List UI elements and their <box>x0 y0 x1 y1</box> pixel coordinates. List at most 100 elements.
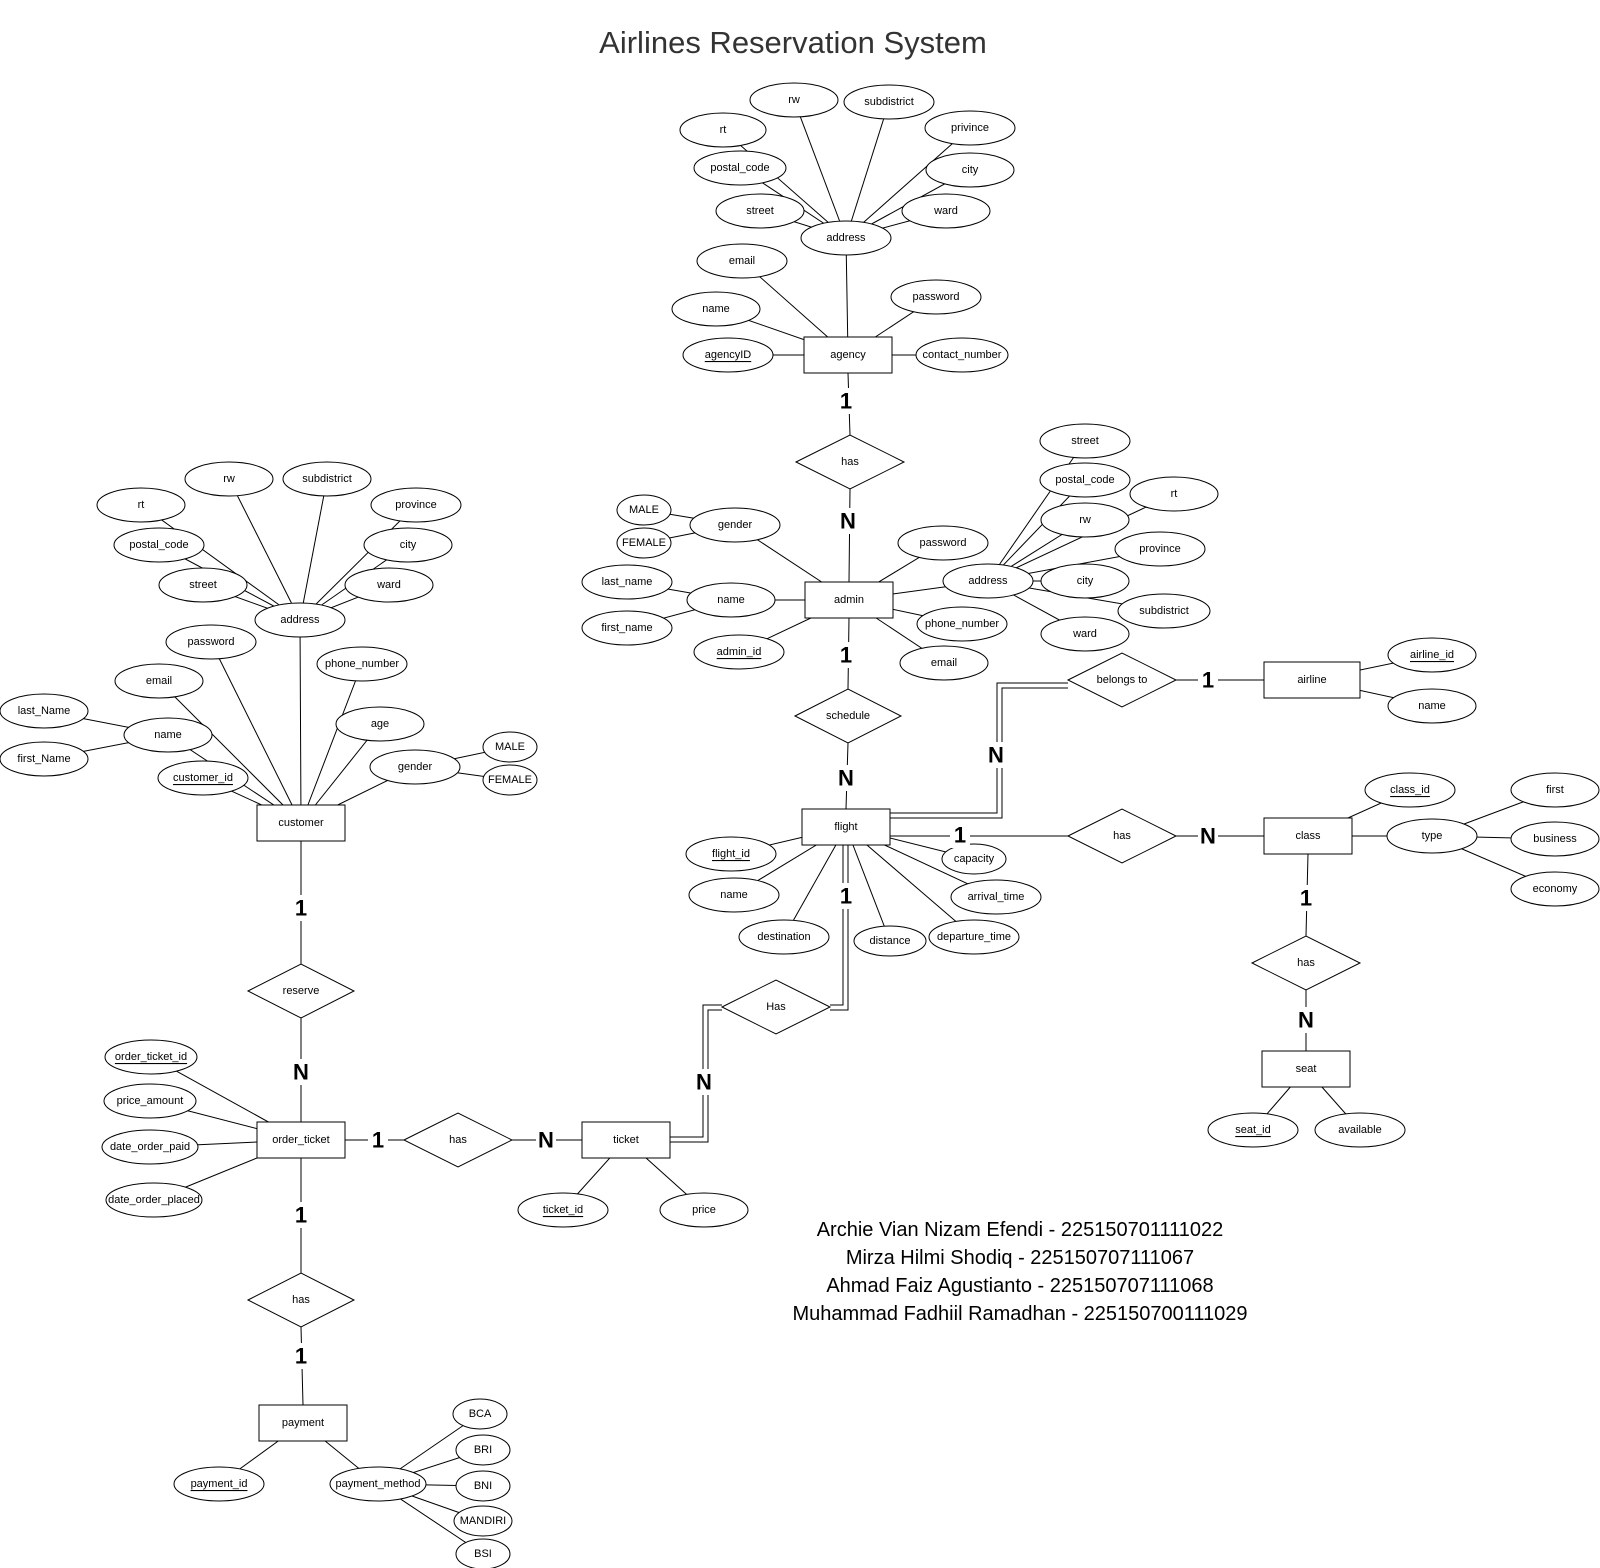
attribute-cust-last-name: last_Name <box>0 693 89 729</box>
attribute-ellipse <box>482 764 538 796</box>
entity-airline: airline <box>1263 661 1361 699</box>
relationship-diamond <box>1066 808 1178 864</box>
relationship-diamond <box>793 688 903 744</box>
attribute-cust-first-name: first_Name <box>0 741 89 777</box>
attribute-agency-subdistrict: subdistrict <box>843 84 935 120</box>
cardinality-background <box>694 1069 714 1095</box>
attribute-admin-female: FEMALE <box>616 527 672 559</box>
connector-line <box>228 478 301 621</box>
attribute-label: order_ticket_id <box>115 1051 187 1063</box>
attribute-label: province <box>1139 543 1181 555</box>
attribute-cust-city: city <box>363 527 453 563</box>
relationship-class-seat: has <box>1250 935 1362 991</box>
attribute-label: rt <box>1171 488 1178 500</box>
attribute-ellipse <box>738 919 830 955</box>
connector-line <box>987 493 1175 582</box>
attribute-ellipse <box>1387 637 1477 673</box>
cardinality-admin-n: N <box>840 509 856 534</box>
relationship-diamond <box>720 979 832 1035</box>
connector-line <box>300 663 363 824</box>
total-participation-line <box>890 682 1068 814</box>
entity-label: payment <box>282 1417 324 1429</box>
attribute-ellipse <box>1314 1112 1406 1148</box>
attribute-ellipse <box>682 337 774 373</box>
attribute-admin-subdistrict: subdistrict <box>1117 593 1211 629</box>
attribute-label: subdistrict <box>864 96 914 108</box>
entity-box <box>1261 1050 1351 1088</box>
attribute-ellipse <box>581 564 673 600</box>
attribute-agency-city: city <box>925 152 1015 188</box>
cardinality-flight-n: N <box>838 766 854 791</box>
attribute-airline-name: name <box>1387 688 1477 724</box>
diagram-title: Airlines Reservation System <box>599 25 987 60</box>
attribute-payment-method: payment_method <box>329 1466 427 1502</box>
cardinality-background <box>291 1202 311 1228</box>
attribute-ellipse <box>688 877 780 913</box>
cardinality-background <box>950 822 970 848</box>
attribute-admin-city: city <box>1040 563 1130 599</box>
attribute-label: first <box>1546 784 1564 796</box>
attribute-ellipse <box>344 567 434 603</box>
attribute-ellipse <box>254 602 346 638</box>
attribute-ellipse <box>1039 423 1131 459</box>
attribute-admin-email: email <box>899 645 989 681</box>
attribute-label: class_id <box>1390 784 1430 796</box>
attribute-label: ward <box>1072 628 1097 640</box>
attribute-admin-male: MALE <box>616 494 672 526</box>
attribute-ellipse <box>104 1039 198 1075</box>
attribute-label: email <box>931 657 957 669</box>
attribute-cust-rw: rw <box>184 461 274 497</box>
connector-line <box>793 99 847 239</box>
attribute-label: email <box>146 675 172 687</box>
attribute-order-id: order_ticket_id <box>104 1039 198 1075</box>
attribute-cust-name: name <box>123 717 213 753</box>
entity-seat: seat <box>1261 1050 1351 1088</box>
attribute-label: admin_id <box>717 646 762 658</box>
attribute-label: contact_number <box>923 349 1002 361</box>
attribute-label: postal_code <box>1055 474 1114 486</box>
attribute-ellipse <box>679 112 767 148</box>
attribute-pm-mandiri: MANDIRI <box>453 1505 513 1537</box>
attribute-ellipse <box>693 150 787 186</box>
attribute-label: seat_id <box>1235 1124 1270 1136</box>
attribute-ellipse <box>184 461 274 497</box>
attribute-cust-male: MALE <box>482 731 538 763</box>
attribute-ellipse <box>1510 772 1600 808</box>
connector-line <box>845 237 849 356</box>
attribute-admin-street: street <box>1039 423 1131 459</box>
attribute-cust-ward: ward <box>344 567 434 603</box>
cardinality-payment-1: 1 <box>295 1344 307 1369</box>
cardinality-agency-1: 1 <box>840 389 852 414</box>
attribute-label: city <box>1077 575 1094 587</box>
credit-line-4: Muhammad Fadhiil Ramadhan - 225150700111… <box>792 1303 1247 1325</box>
attribute-ellipse <box>1387 688 1477 724</box>
attribute-label: departure_time <box>937 931 1011 943</box>
attribute-ellipse <box>942 563 1034 599</box>
attribute-label: name <box>702 303 730 315</box>
relationship-label: has <box>841 456 859 468</box>
cardinality-background <box>368 1127 388 1153</box>
attribute-class-business: business <box>1510 821 1600 857</box>
entity-box <box>801 808 891 846</box>
attribute-agency-rw: rw <box>749 82 839 118</box>
relationship-diamond <box>246 1272 356 1328</box>
attribute-ellipse <box>173 1466 265 1502</box>
attribute-ellipse <box>853 925 927 957</box>
attribute-ellipse <box>517 1192 609 1228</box>
attribute-label: destination <box>757 931 810 943</box>
attribute-cust-age: age <box>335 706 425 742</box>
attribute-label: business <box>1533 833 1577 845</box>
attribute-label: password <box>912 291 959 303</box>
attribute-admin-province: province <box>1114 531 1206 567</box>
relationship-diamond <box>794 434 906 490</box>
attribute-ellipse <box>924 110 1016 146</box>
attribute-ellipse <box>455 1470 511 1502</box>
entity-customer: customer <box>256 804 346 842</box>
attribute-cust-female: FEMALE <box>482 764 538 796</box>
relationship-agency-admin: has <box>794 434 906 490</box>
attribute-label: phone_number <box>925 618 999 630</box>
attribute-admin-name: name <box>686 582 776 618</box>
cardinality-background <box>291 895 311 921</box>
attribute-ellipse <box>114 663 204 699</box>
